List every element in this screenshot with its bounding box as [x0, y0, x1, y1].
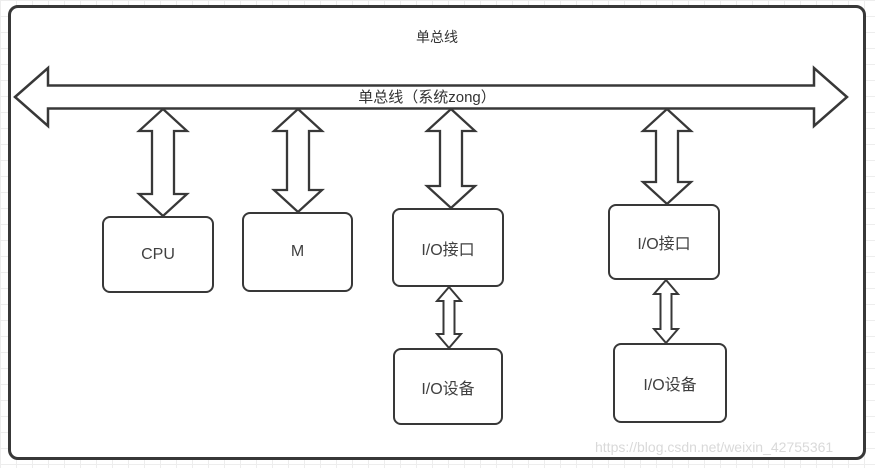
diagram-canvas: 单总线 单总线（系统zong） CPU M I/O接口 I/O接口 I/O设备 … — [8, 5, 866, 460]
node-memory: M — [242, 212, 353, 292]
watermark-url: https://blog.csdn.net/weixin_42755361 — [595, 439, 834, 455]
node-io-device-2: I/O设备 — [613, 343, 727, 423]
node-io-device-2-label: I/O设备 — [643, 377, 697, 394]
connector-bus-io-interface-1-arrow — [424, 107, 478, 210]
node-memory-label: M — [290, 243, 305, 260]
connector-bus-io-interface-2-arrow — [640, 107, 694, 206]
node-cpu-label: CPU — [141, 245, 175, 263]
node-io-interface-1-label: I/O接口 — [421, 241, 475, 259]
node-io-interface-1: I/O接口 — [392, 208, 504, 287]
node-io-interface-2: I/O接口 — [608, 204, 720, 280]
node-io-device-1-label: I/O设备 — [421, 380, 475, 398]
connector-io-interface-1-device-1-arrow — [434, 285, 464, 350]
node-io-device-1: I/O设备 — [393, 348, 503, 425]
connector-bus-memory-arrow — [271, 107, 325, 214]
diagram-title: 单总线 — [416, 29, 458, 45]
connector-bus-cpu-arrow — [136, 107, 190, 218]
bus-label: 单总线（系统zong） — [358, 89, 496, 106]
connector-io-interface-2-device-2-arrow — [651, 278, 681, 345]
node-cpu: CPU — [102, 216, 214, 293]
node-io-interface-2-label: I/O接口 — [637, 236, 691, 253]
